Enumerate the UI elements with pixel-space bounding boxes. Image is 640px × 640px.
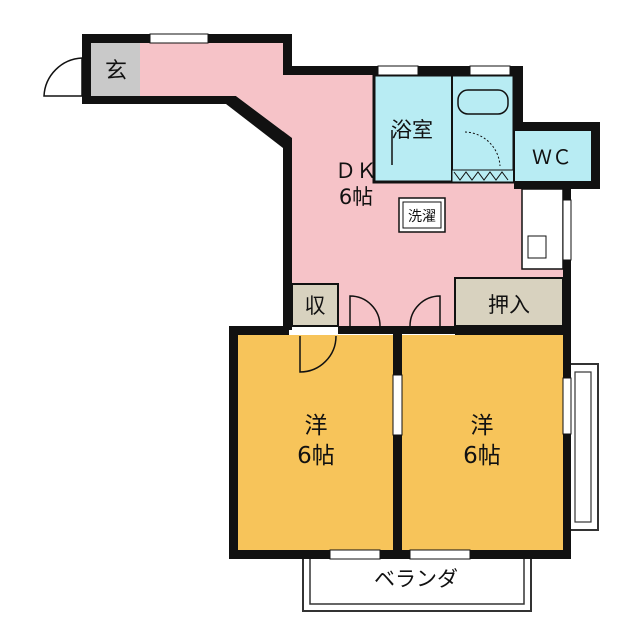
east-room-size: 6帖 xyxy=(463,443,501,469)
bath-label: 浴室 xyxy=(391,118,433,142)
washer-space xyxy=(398,197,446,233)
hall-diagonal-wall xyxy=(226,96,292,148)
west-bedroom-floor xyxy=(238,335,393,550)
balcony-label: ベランダ xyxy=(374,567,458,591)
genkan-label: 玄 xyxy=(105,59,127,84)
west-room-size: 6帖 xyxy=(297,443,335,469)
east-bedroom-floor xyxy=(402,335,563,550)
windows xyxy=(149,33,572,560)
oshiire-closet xyxy=(454,277,564,327)
kitchen-counter xyxy=(521,188,564,270)
storage-closet xyxy=(291,283,339,327)
storage-label: 収 xyxy=(305,294,326,318)
wc-label: ＷＣ xyxy=(532,145,572,169)
east-room-name: 洋 xyxy=(471,413,494,439)
genkan-floor xyxy=(91,43,140,96)
dk-size-label: 6帖 xyxy=(339,185,373,209)
interior-walls xyxy=(338,326,563,335)
doors xyxy=(43,57,441,373)
oshiire-label: 押入 xyxy=(488,293,530,317)
wc-room xyxy=(513,129,593,183)
dk-floor xyxy=(91,43,563,326)
balcony xyxy=(302,555,532,612)
dk-name-label: ＤＫ xyxy=(335,159,377,183)
side-window-frame xyxy=(567,363,599,531)
west-room-name: 洋 xyxy=(305,413,328,439)
washer-label: 洗濯 xyxy=(408,209,436,225)
bathroom xyxy=(372,73,516,184)
